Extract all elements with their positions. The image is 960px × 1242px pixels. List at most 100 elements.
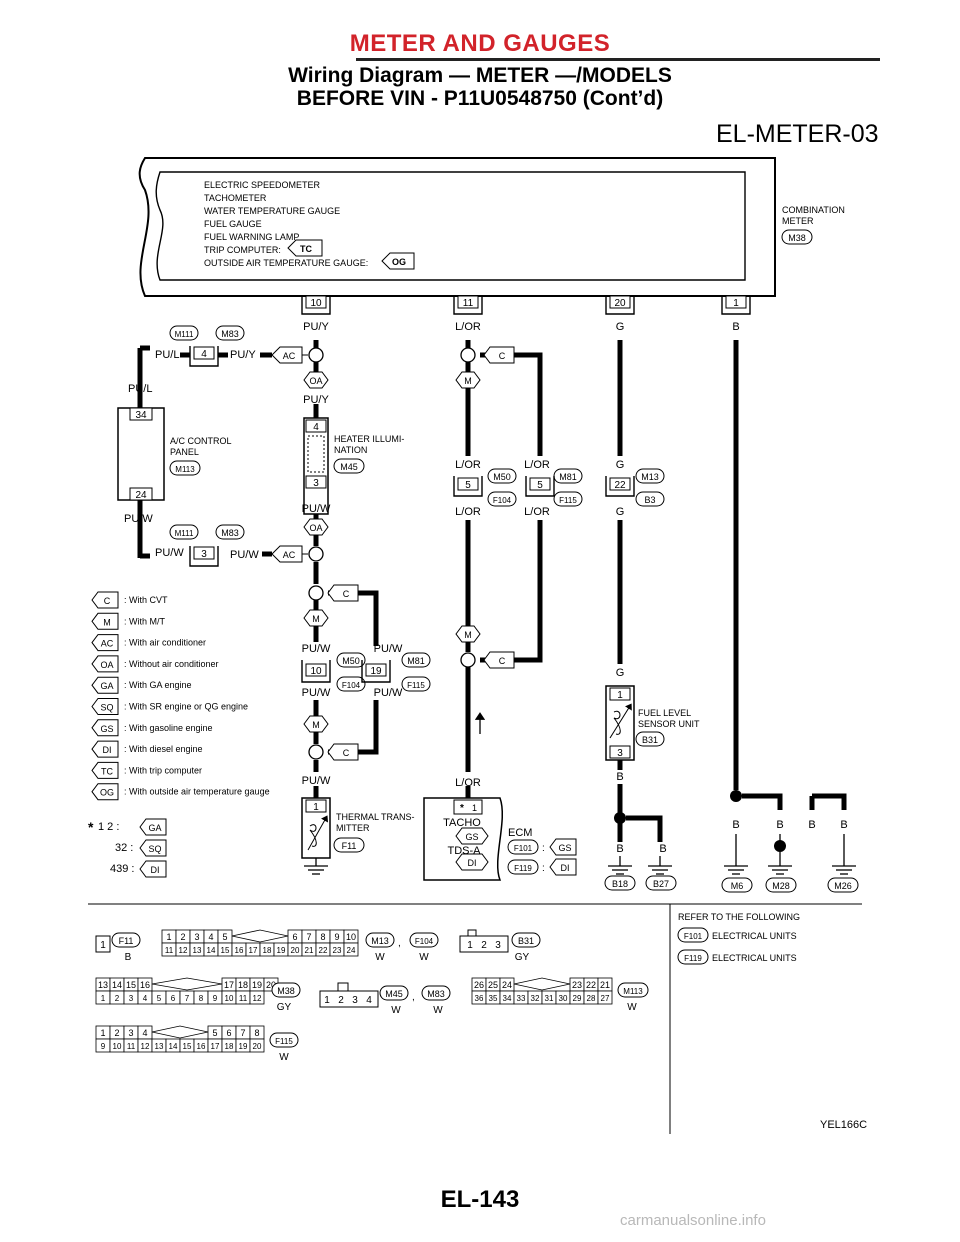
svg-text:10: 10 [225, 994, 234, 1003]
svg-text:28: 28 [587, 994, 596, 1003]
legend-text: : With gasoline engine [124, 723, 213, 733]
wire-label-b-fuel: B [616, 771, 623, 783]
svg-text:M28: M28 [772, 881, 790, 891]
svg-text:15: 15 [183, 1042, 192, 1051]
svg-text:C: C [499, 351, 506, 361]
svg-text:16: 16 [197, 1042, 206, 1051]
page-title: Wiring Diagram — METER —/MODELS BEFORE V… [0, 64, 960, 110]
svg-text:22: 22 [319, 946, 328, 955]
svg-text:17: 17 [224, 980, 234, 990]
svg-text:,: , [398, 938, 401, 949]
wire-label-pu-l-1: PU/L [155, 349, 179, 361]
svg-text:B: B [125, 952, 132, 963]
svg-text:17: 17 [211, 1042, 220, 1051]
svg-text:M113: M113 [175, 465, 195, 474]
svg-text:TACHO: TACHO [443, 817, 481, 829]
tag-m-pu-w-2: M [303, 715, 329, 733]
svg-text:M111: M111 [175, 330, 194, 339]
ecm: * 1 TACHO GS TDS-A DI ECM F101 : GS F119… [423, 797, 577, 881]
svg-text:34: 34 [135, 410, 147, 421]
svg-text:M83: M83 [221, 329, 239, 339]
svg-text:11: 11 [127, 1042, 136, 1051]
legend-item-c: C: With CVT [91, 591, 168, 609]
title-line-1: Wiring Diagram — METER —/MODELS [288, 64, 672, 87]
meter-function-1: ELECTRIC SPEEDOMETER [204, 180, 321, 190]
wire-label-g-3: G [616, 667, 625, 679]
svg-text:THERMAL TRANS-: THERMAL TRANS- [336, 812, 415, 822]
wire-label-l-or-4: L/OR [524, 506, 550, 518]
wire-label-b-m26: B [840, 819, 847, 831]
svg-text:24: 24 [135, 490, 147, 501]
legend-tag: TC [101, 766, 113, 776]
svg-text:GY: GY [277, 1002, 292, 1013]
svg-text:M: M [464, 630, 472, 640]
svg-text:M45: M45 [385, 989, 403, 999]
svg-text:DI: DI [468, 858, 477, 868]
meter-terminal-1: 1 [721, 295, 751, 315]
svg-text:3: 3 [194, 932, 199, 942]
svg-text:19: 19 [370, 666, 382, 677]
svg-text:NATION: NATION [334, 445, 367, 455]
wire-label-pu-l-2: PU/L [128, 383, 152, 395]
svg-text:22: 22 [614, 480, 626, 491]
svg-text:20: 20 [266, 980, 276, 990]
wire-label-g-2: G [616, 506, 625, 518]
svg-text:10: 10 [310, 666, 322, 677]
svg-text:1: 1 [100, 1028, 105, 1038]
svg-text:13: 13 [98, 980, 108, 990]
svg-text:1: 1 [100, 940, 106, 951]
ac-control-panel: PU/L PU/L 4 PU/Y M111 M83 34 24 A/C CONT… [117, 325, 272, 567]
svg-text:9: 9 [101, 1042, 106, 1051]
og-tag: OG [381, 252, 415, 270]
svg-text:12: 12 [141, 1042, 150, 1051]
svg-text:4: 4 [366, 995, 372, 1006]
svg-text:36: 36 [475, 994, 484, 1003]
svg-text:F104: F104 [493, 496, 512, 505]
svg-text:6: 6 [226, 1028, 231, 1038]
legend-text: : Without air conditioner [124, 659, 219, 669]
wire-label-pu-w-3: PU/W [302, 687, 331, 699]
svg-text:M13: M13 [641, 472, 659, 482]
svg-text:24: 24 [347, 946, 356, 955]
svg-text:35: 35 [489, 994, 498, 1003]
svg-text:14: 14 [207, 946, 216, 955]
svg-text:4: 4 [313, 422, 319, 433]
svg-text:32 :: 32 : [115, 842, 133, 854]
wire-label-l-or-1: L/OR [455, 459, 481, 471]
joint-m13-b3: M13 22 B3 [605, 468, 665, 507]
legend-text: : With GA engine [124, 680, 192, 690]
refer-section: REFER TO THE FOLLOWING F101 ELECTRICAL U… [677, 912, 800, 965]
svg-text:6: 6 [292, 932, 297, 942]
svg-text:F115: F115 [559, 496, 577, 505]
meter-terminal-11: 11 [453, 295, 483, 315]
svg-text:F115: F115 [275, 1037, 293, 1046]
svg-text:10: 10 [113, 1042, 122, 1051]
legend-tag: M [103, 617, 111, 627]
svg-text:F119: F119 [684, 954, 702, 963]
tag-ac-lower: AC [271, 545, 324, 563]
wire-b [733, 340, 847, 810]
svg-text:FUEL LEVEL: FUEL LEVEL [638, 708, 691, 718]
svg-text:1: 1 [324, 995, 330, 1006]
svg-text:11: 11 [239, 994, 248, 1003]
legend-text: : With diesel engine [124, 744, 203, 754]
svg-text:21: 21 [305, 946, 314, 955]
svg-text:7: 7 [240, 1028, 245, 1038]
connector-m45-m83: 1 2 3 4 M45 , M83 W W [319, 982, 451, 1016]
svg-text:1: 1 [617, 690, 623, 701]
svg-text:M81: M81 [559, 472, 577, 482]
legend-text: : With outside air temperature gauge [124, 787, 270, 797]
svg-text:32: 32 [531, 994, 540, 1003]
meter-terminal-20: 20 [605, 295, 635, 315]
svg-text:21: 21 [600, 980, 610, 990]
watermark: carmanualsonline.info [620, 1212, 766, 1229]
legend-item-m: M: With M/T [91, 612, 165, 630]
meter-function-3: WATER TEMPERATURE GAUGE [204, 206, 340, 216]
legend-text: : With SR engine or QG engine [124, 702, 248, 712]
svg-text:13: 13 [155, 1042, 164, 1051]
svg-text:2: 2 [481, 940, 487, 951]
wire-label-l-or-3: L/OR [455, 506, 481, 518]
